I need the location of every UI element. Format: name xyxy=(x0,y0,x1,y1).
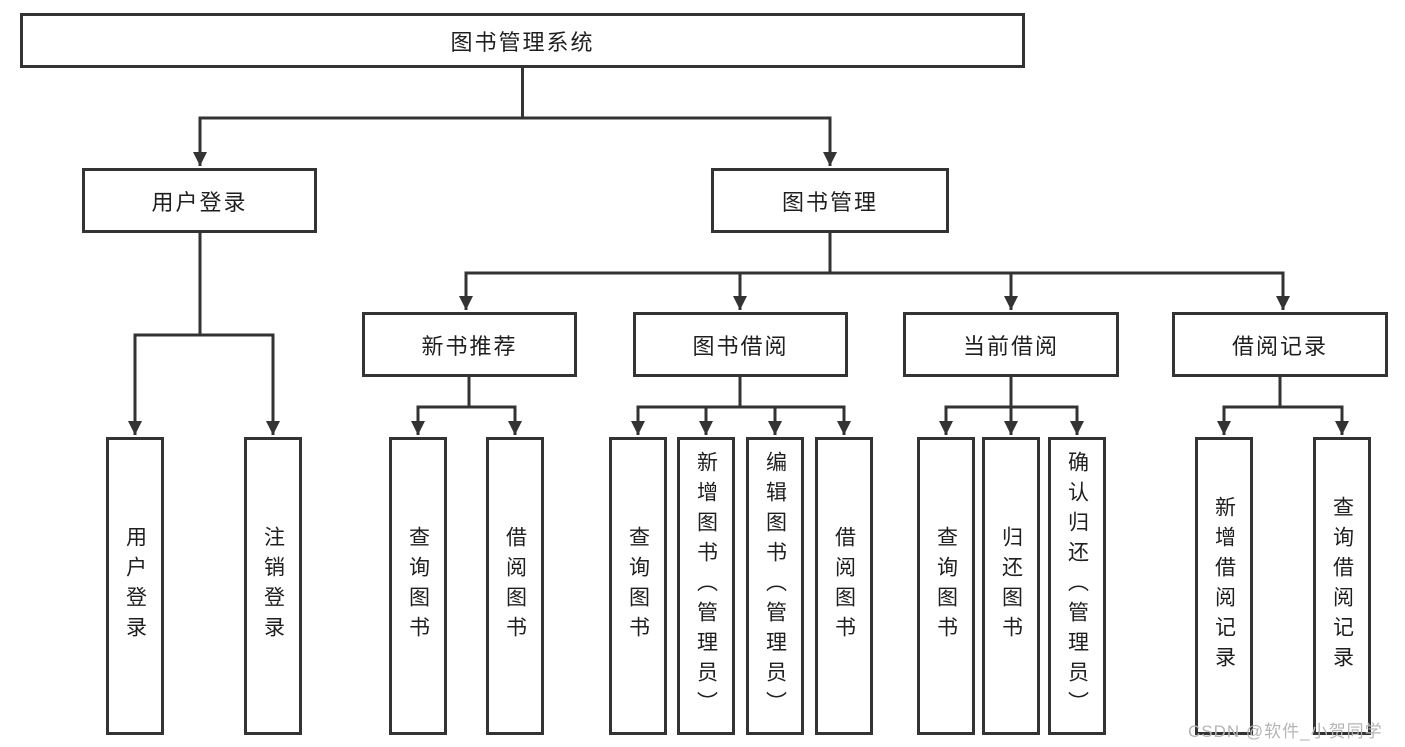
leaf-borrow-books-recommend: 借阅图书 xyxy=(486,437,544,735)
node-borrowing-records: 借阅记录 xyxy=(1172,312,1388,377)
leaf-confirm-return-admin: 确认归还（管理员） xyxy=(1048,437,1106,735)
node-book-borrowing: 图书借阅 xyxy=(633,312,848,377)
node-label: 编辑图书（管理员） xyxy=(763,451,787,721)
node-label: 当前借阅 xyxy=(962,333,1059,359)
leaf-add-book-admin: 新增图书（管理员） xyxy=(677,437,735,735)
node-label: 用户登录 xyxy=(151,189,248,215)
leaf-query-borrow-record: 查询借阅记录 xyxy=(1313,437,1371,735)
node-label: 借阅图书 xyxy=(503,526,527,646)
leaf-edit-book-admin: 编辑图书（管理员） xyxy=(746,437,804,735)
node-label: 新书推荐 xyxy=(421,333,518,359)
node-label: 注销登录 xyxy=(261,526,285,646)
node-label: 查询图书 xyxy=(934,526,958,646)
node-label: 查询借阅记录 xyxy=(1330,496,1354,676)
node-label: 图书管理 xyxy=(781,189,878,215)
node-user-login-module: 用户登录 xyxy=(82,168,317,233)
node-current-borrowing: 当前借阅 xyxy=(903,312,1119,377)
node-label: 新增图书（管理员） xyxy=(694,451,718,721)
leaf-user-login: 用户登录 xyxy=(106,437,164,735)
node-label: 确认归还（管理员） xyxy=(1065,451,1089,721)
leaf-query-books-recommend: 查询图书 xyxy=(389,437,447,735)
node-library-management-system: 图书管理系统 xyxy=(20,13,1025,68)
node-label: 归还图书 xyxy=(999,526,1023,646)
node-label: 新增借阅记录 xyxy=(1212,496,1236,676)
node-new-book-recommend: 新书推荐 xyxy=(362,312,577,377)
leaf-borrow-book: 借阅图书 xyxy=(815,437,873,735)
node-label: 查询图书 xyxy=(626,526,650,646)
node-label: 查询图书 xyxy=(406,526,430,646)
node-label: 借阅记录 xyxy=(1231,333,1328,359)
leaf-logout: 注销登录 xyxy=(244,437,302,735)
leaf-add-borrow-record: 新增借阅记录 xyxy=(1195,437,1253,735)
leaf-query-books-borrow: 查询图书 xyxy=(609,437,667,735)
node-label: 图书管理系统 xyxy=(450,29,595,55)
node-label: 图书借阅 xyxy=(692,333,789,359)
node-label: 用户登录 xyxy=(123,526,147,646)
leaf-return-book: 归还图书 xyxy=(982,437,1040,735)
node-book-management-module: 图书管理 xyxy=(711,168,949,233)
node-label: 借阅图书 xyxy=(832,526,856,646)
csdn-watermark: CSDN @软件_小贺同学 xyxy=(1188,722,1383,741)
leaf-query-books-current: 查询图书 xyxy=(917,437,975,735)
